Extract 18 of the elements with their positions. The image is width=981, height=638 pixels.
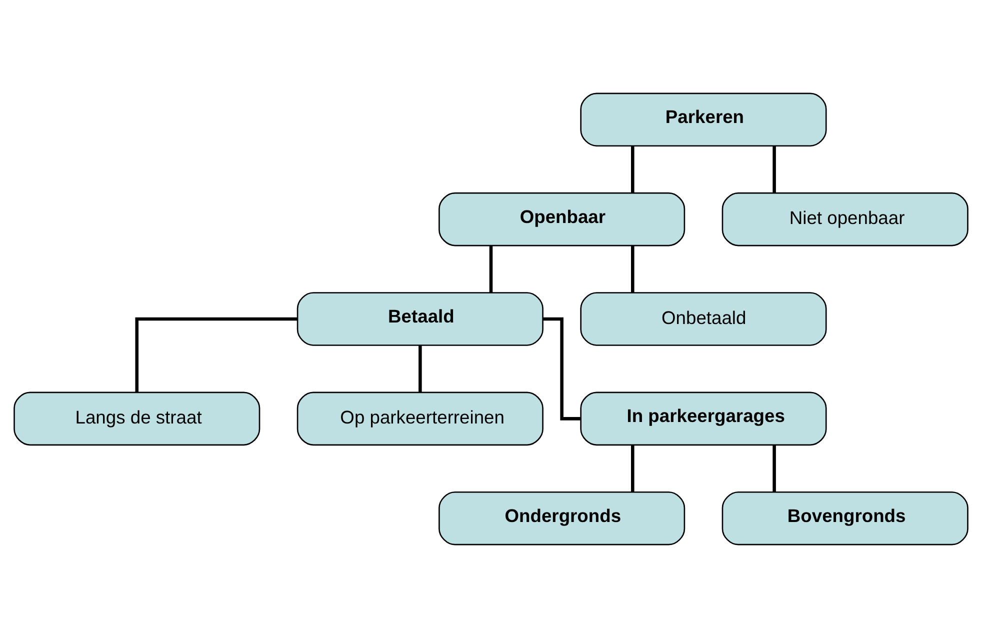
connector <box>134 317 297 392</box>
node-box: In parkeergarages <box>580 392 826 446</box>
connector <box>772 445 776 492</box>
connector <box>418 346 422 392</box>
node-box: Langs de straat <box>13 392 260 446</box>
node-box: Openbaar <box>438 192 685 246</box>
node-box: Ondergronds <box>438 491 685 546</box>
node-box: Bovengronds <box>721 491 968 546</box>
connector <box>772 146 776 193</box>
connector <box>630 246 634 293</box>
node-box: Betaald <box>296 292 543 346</box>
connector <box>630 146 634 193</box>
connector <box>630 445 634 492</box>
node-box: Parkeren <box>580 92 826 147</box>
node-box: Onbetaald <box>580 292 826 346</box>
node-box: Niet openbaar <box>721 192 968 246</box>
node-box: Op parkeerterreinen <box>296 392 543 446</box>
connector <box>488 246 492 293</box>
